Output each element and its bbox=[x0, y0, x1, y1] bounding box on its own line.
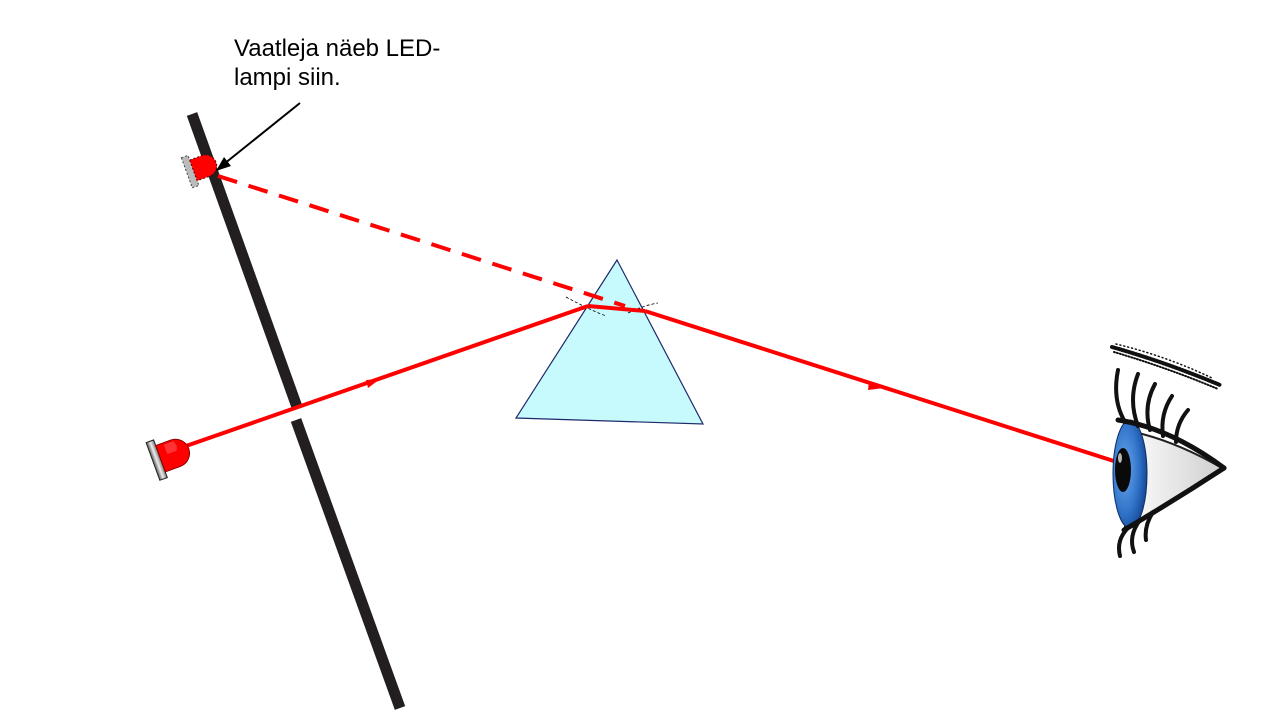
lower-eyelashes bbox=[1117, 510, 1155, 558]
virtual-led-image bbox=[180, 154, 218, 189]
incident-ray bbox=[185, 304, 589, 448]
annotation-pointer bbox=[216, 102, 301, 171]
annotation-line-1: Vaatleja näeb LED- bbox=[234, 35, 441, 62]
internal-ray bbox=[587, 304, 646, 313]
emergent-ray bbox=[644, 309, 1121, 465]
pupil bbox=[1115, 448, 1131, 492]
led-lamp-icon bbox=[145, 438, 191, 481]
annotation-label: Vaatleja näeb LED- lampi siin. bbox=[234, 34, 494, 92]
ray-arrow bbox=[366, 379, 380, 388]
lower-eyelid bbox=[1121, 465, 1227, 533]
virtual-ray bbox=[217, 174, 626, 308]
ray-arrow bbox=[868, 381, 884, 390]
prism bbox=[514, 258, 705, 425]
upper-eyelashes bbox=[1114, 368, 1190, 444]
eyebrow bbox=[1110, 343, 1222, 390]
screen-wall bbox=[186, 112, 406, 710]
upper-eyelid bbox=[1115, 417, 1227, 471]
annotation-line-2: lampi siin. bbox=[234, 64, 341, 91]
eye-icon bbox=[1110, 343, 1227, 558]
